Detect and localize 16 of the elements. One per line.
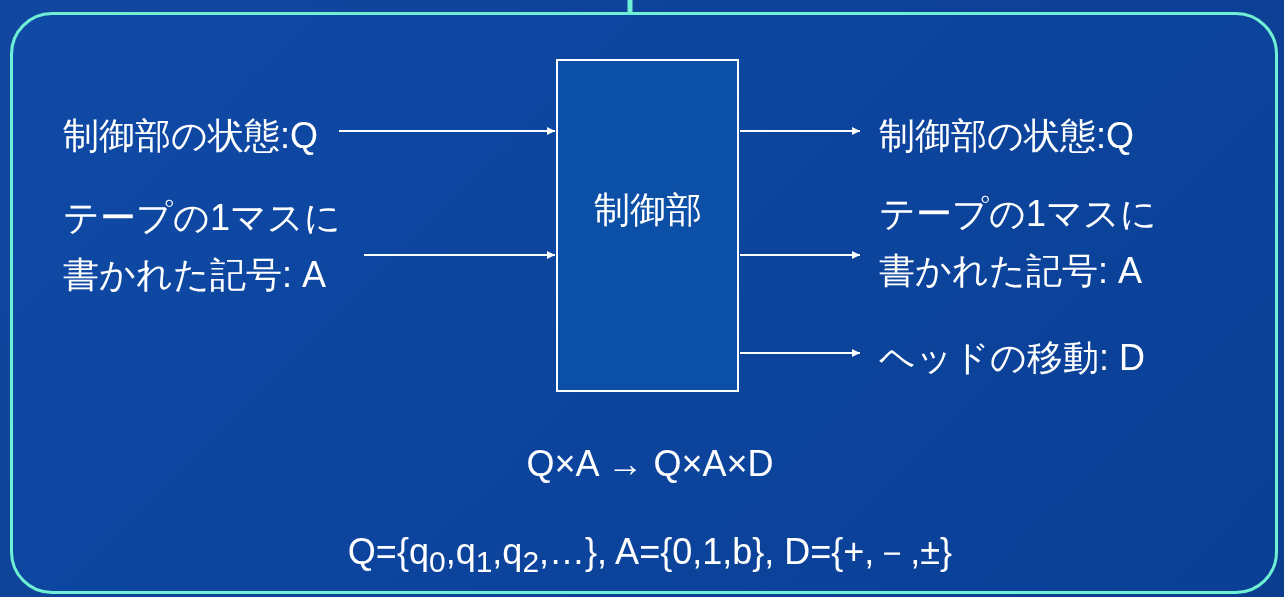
control-unit-box xyxy=(556,59,739,392)
state-label: テープの1マスに書かれた記号: A xyxy=(879,192,1159,293)
arrow xyxy=(363,251,556,259)
state-label: ヘッドの移動: D xyxy=(879,336,1145,380)
unit-label: 制御部 xyxy=(592,188,703,232)
state-label: 制御部の状態:Q xyxy=(63,114,318,158)
arrow xyxy=(739,349,861,357)
arrow xyxy=(739,251,861,259)
panel-background xyxy=(10,12,1278,594)
connector-line xyxy=(627,0,633,13)
arrow xyxy=(739,127,861,135)
set-definition: Q={q$_{0}$,q$_{1}$,q$_{2}$,…}, A={0,1,b}, D={+,－,±} xyxy=(347,530,953,580)
formula: Q×A → Q×A×D xyxy=(526,443,774,485)
state-label: テープの1マスに書かれた記号: A xyxy=(63,196,343,297)
state-label: 制御部の状態:Q xyxy=(879,114,1134,158)
arrow xyxy=(338,127,556,135)
